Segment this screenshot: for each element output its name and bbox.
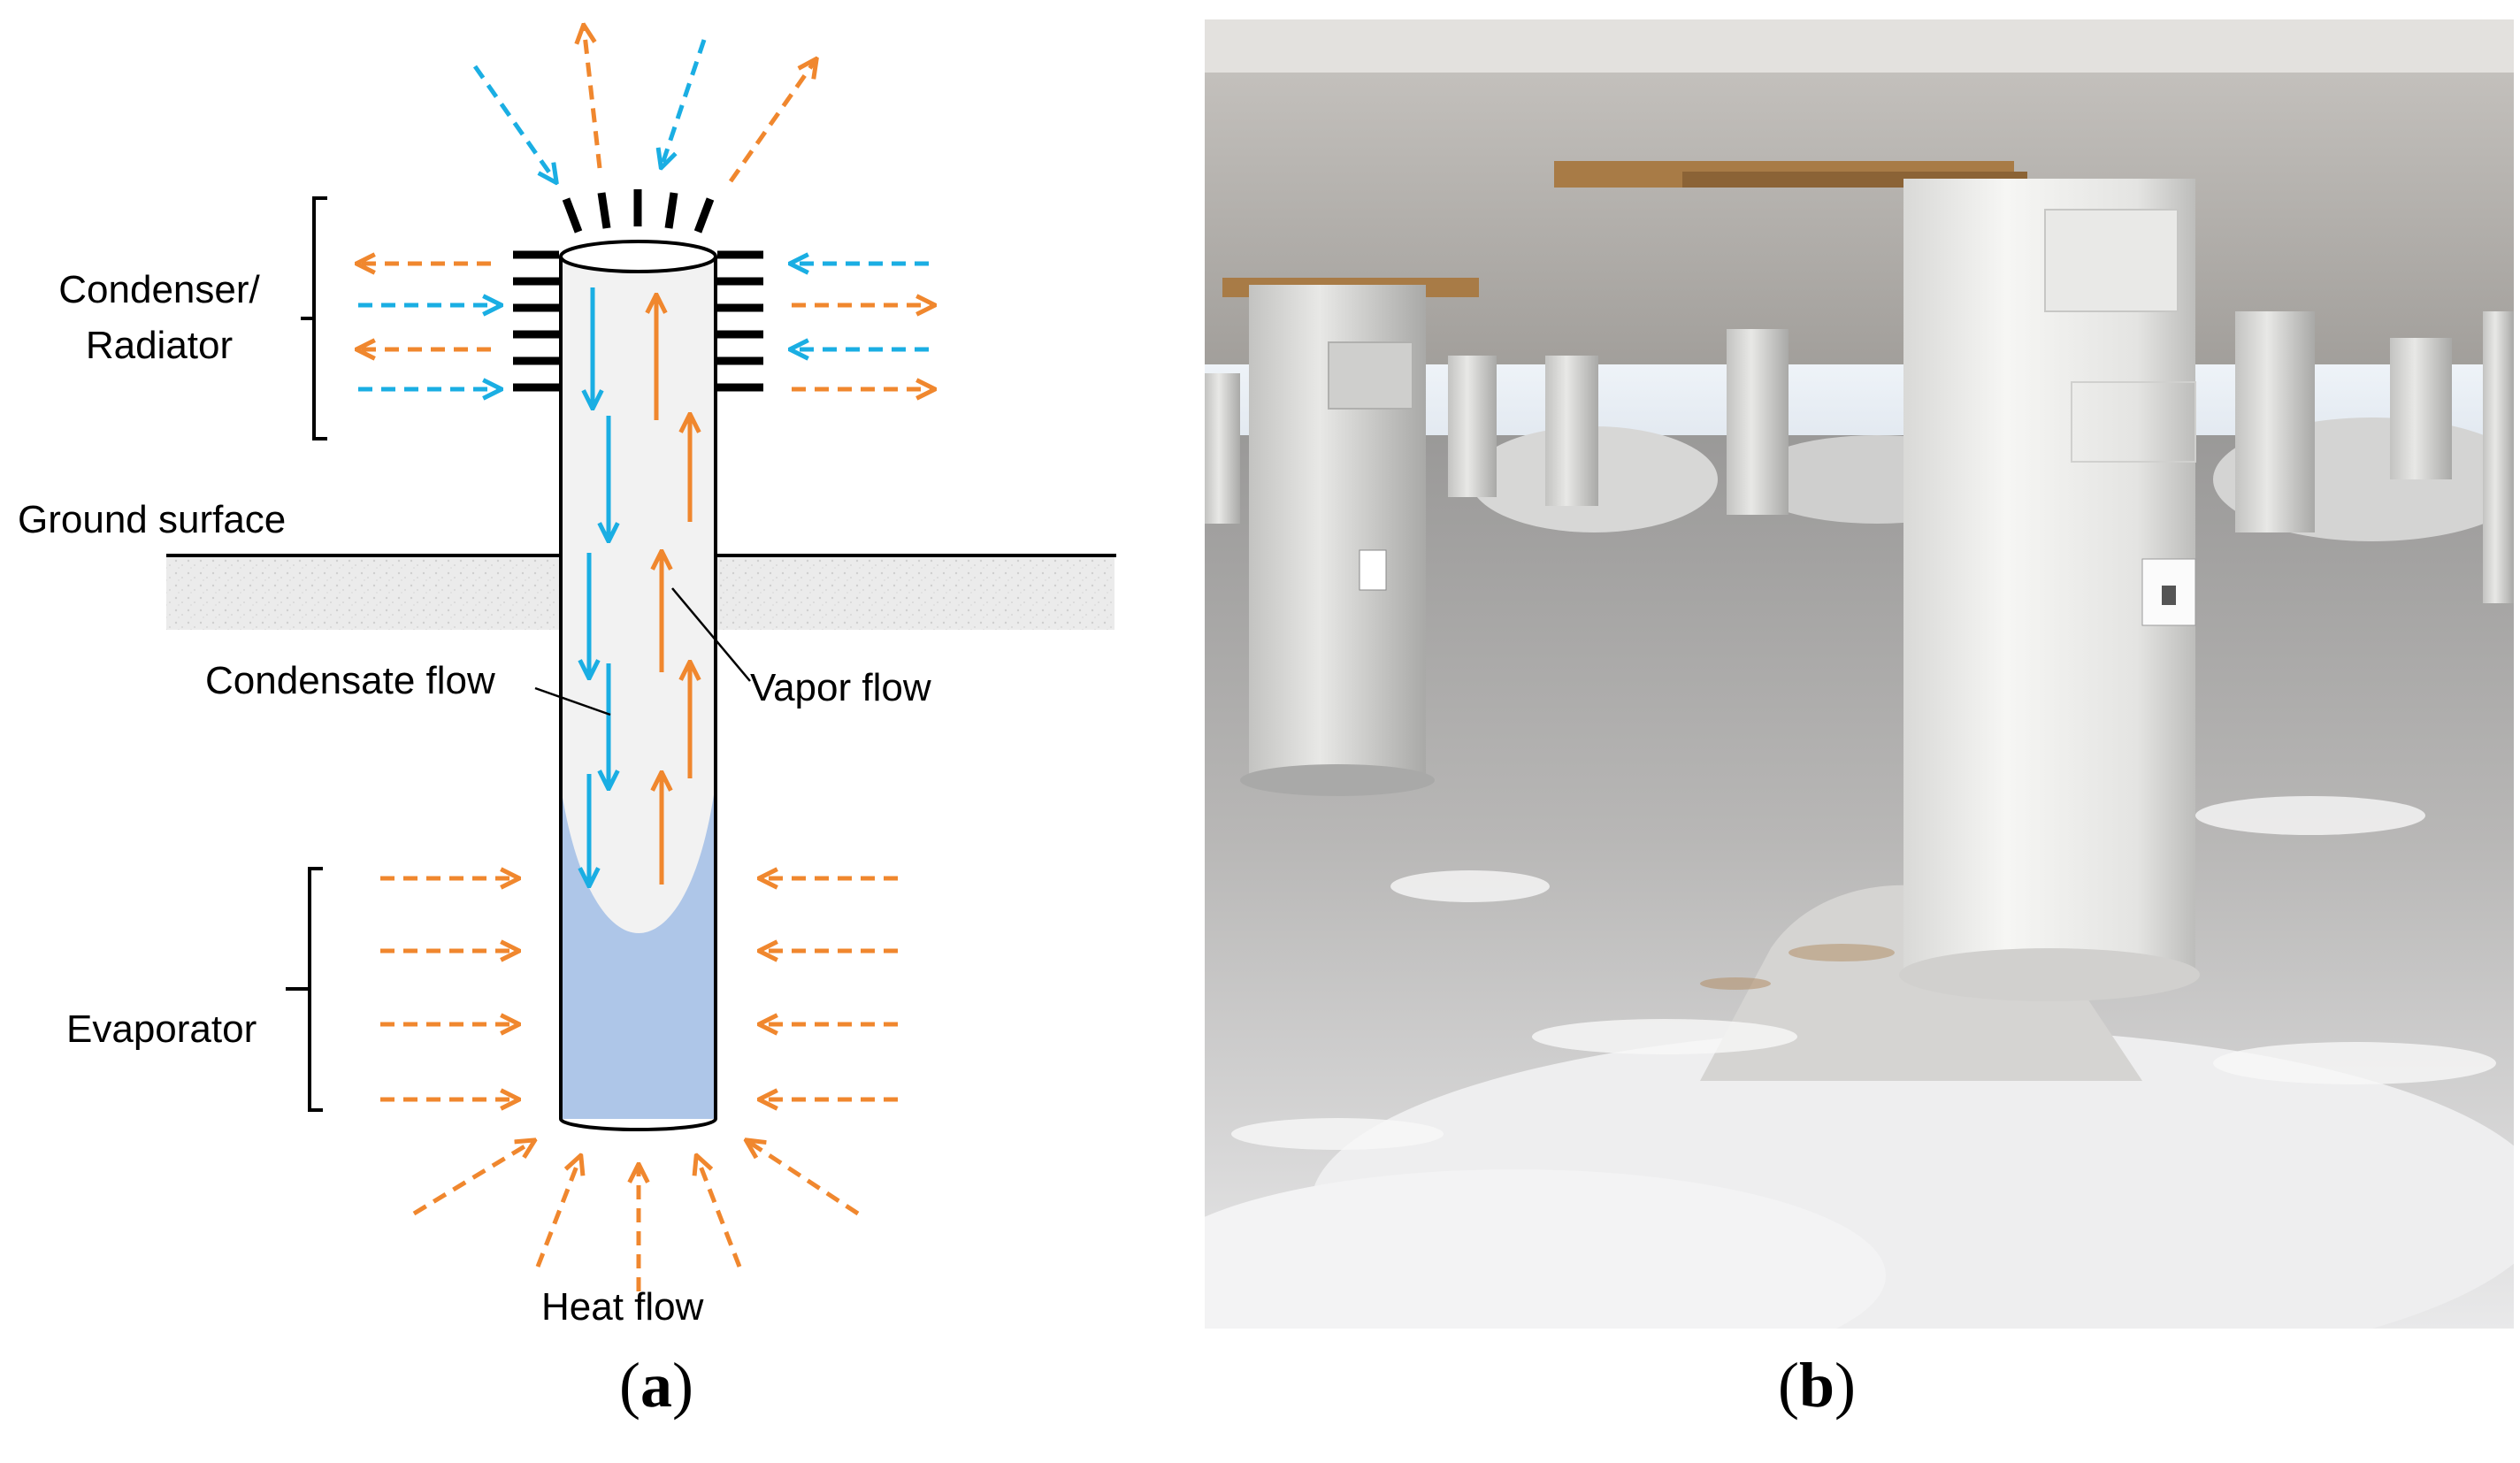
condensate-flow-label: Condensate flow	[205, 659, 495, 702]
radiator-label: Radiator	[86, 324, 233, 367]
caption-b: (b)	[1778, 1350, 1857, 1421]
leader-lines	[534, 587, 751, 716]
caption-b-letter: b	[1798, 1350, 1835, 1421]
vapor-flow-label: Vapor flow	[750, 666, 931, 709]
evaporator-label: Evaporator	[66, 1007, 257, 1051]
vapor-arrows	[656, 296, 690, 885]
heat-flow-label: Heat flow	[541, 1285, 704, 1329]
condenser-label: Condenser/	[58, 268, 260, 311]
radiator-fins	[513, 189, 763, 392]
heat-flow-arrows	[412, 1141, 860, 1291]
brackets	[286, 196, 327, 1112]
top-arrows	[472, 27, 816, 181]
thermosyphon-pipe	[559, 240, 717, 1131]
ground-surface-label: Ground surface	[18, 498, 286, 541]
caption-a: (a)	[619, 1350, 693, 1421]
condenser-side-arrows	[358, 264, 933, 389]
condensate-arrows	[589, 287, 609, 885]
thermosyphon-photo	[1205, 19, 2514, 1329]
thermosyphon-diagram: Condenser/ Radiator Ground surface Conde…	[18, 0, 1116, 1329]
caption-a-letter: a	[640, 1350, 672, 1421]
